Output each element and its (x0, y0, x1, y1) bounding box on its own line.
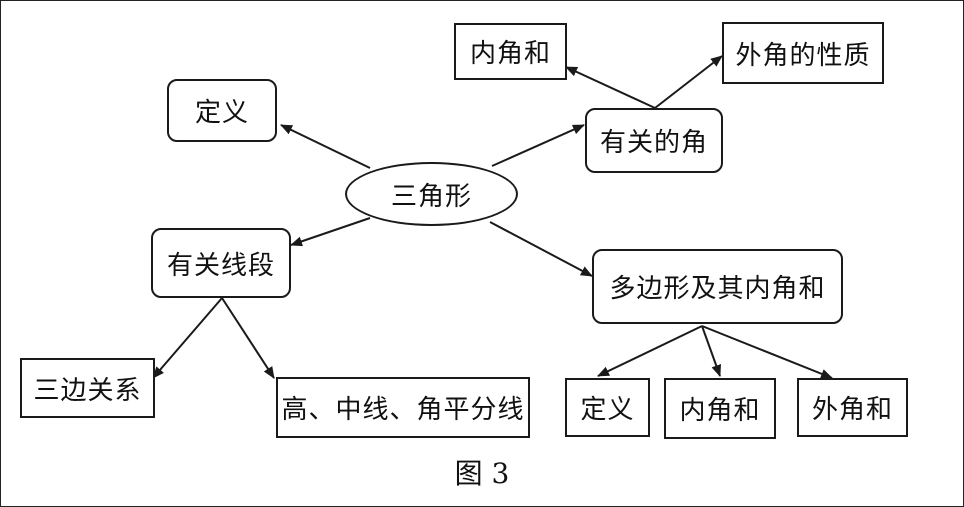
altitude-median-bisector-node: 高、中线、角平分线 (276, 377, 530, 438)
polygon-interior-sum-node: 内角和 (664, 378, 776, 439)
exterior-angle-property-node: 外角的性质 (722, 22, 884, 84)
arrow-segments-to-altitude (221, 297, 275, 379)
polygon-exterior-sum-node: 外角和 (797, 378, 908, 437)
interior-angle-sum-node: 内角和 (454, 23, 567, 80)
related-angles-node: 有关的角 (585, 108, 723, 173)
polygon-angles-node: 多边形及其内角和 (592, 249, 843, 324)
arrow-center-to-definition (280, 124, 371, 169)
figure-caption: 图 3 (454, 457, 510, 490)
arrow-polygon-to-interior-sum (701, 325, 721, 377)
arrow-center-to-related-segments (290, 217, 371, 247)
arrow-segments-to-three-sides (152, 297, 223, 379)
definition-node: 定义 (167, 79, 277, 142)
arrow-center-to-related-angles (491, 124, 585, 167)
arrow-polygon-to-definition (597, 325, 703, 377)
three-side-relation-node: 三边关系 (20, 358, 155, 418)
center-node: 三角形 (345, 162, 518, 226)
arrow-angles-to-exterior-property (654, 55, 723, 109)
arrow-center-to-polygon (489, 221, 593, 277)
arrow-angles-to-interior-sum (565, 66, 656, 109)
arrow-polygon-to-exterior-sum (701, 325, 833, 379)
polygon-definition-node: 定义 (565, 378, 650, 437)
related-segments-node: 有关线段 (151, 228, 291, 298)
